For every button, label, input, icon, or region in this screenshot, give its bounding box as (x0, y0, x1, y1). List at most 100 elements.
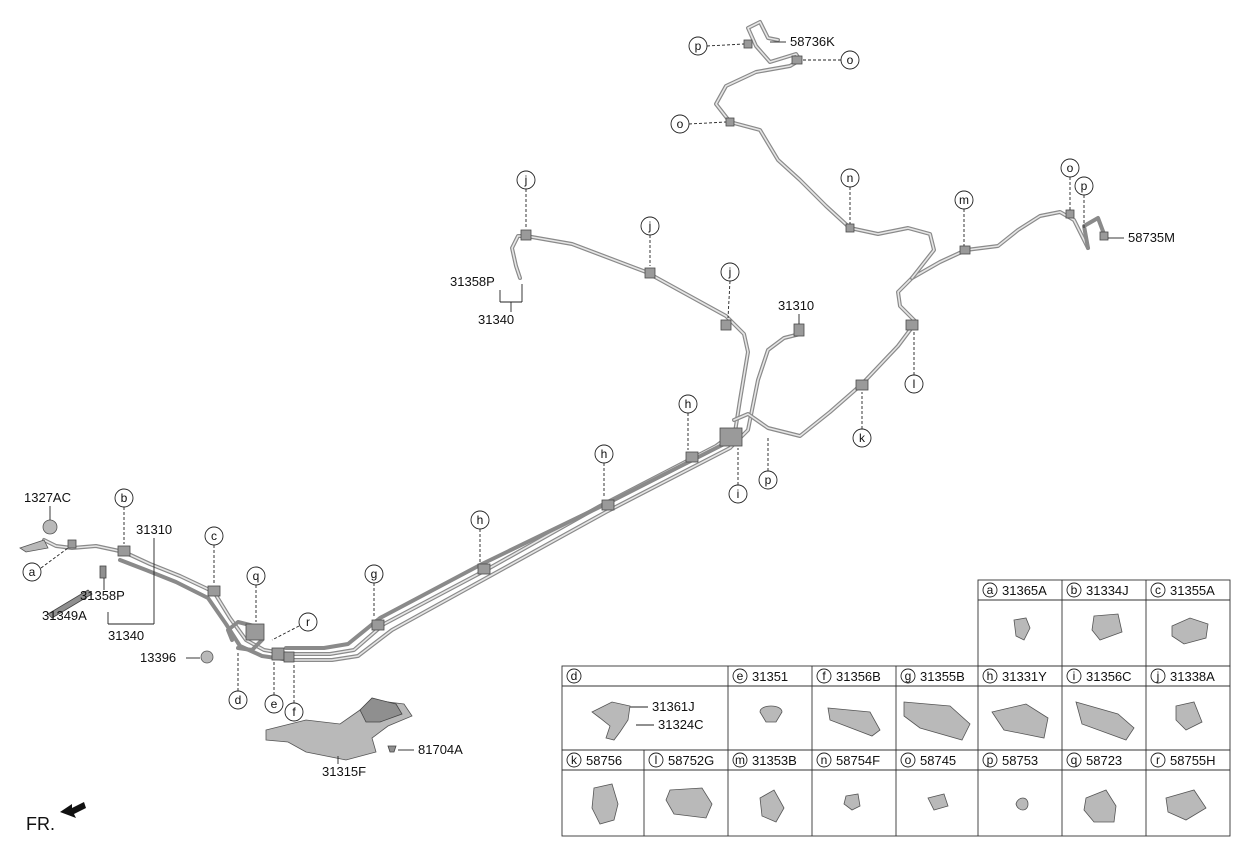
label-81704a: 81704A (418, 742, 463, 757)
clip-31338a-icon (1175, 701, 1203, 731)
legend-c-part: 31355A (1170, 583, 1215, 598)
callout-o-3: o (1067, 161, 1074, 175)
label-31358p-top: 31358P (450, 274, 495, 289)
clip-31353b-icon (759, 789, 785, 823)
callout-c: c (211, 529, 217, 543)
fitting-31358p-icon (99, 565, 107, 579)
callout-b: b (121, 491, 128, 505)
legend-p-letter: p (987, 753, 994, 767)
clip-58754f-icon (843, 793, 861, 811)
legend-e-part: 31351 (752, 669, 788, 684)
label-31315f: 31315F (322, 764, 366, 779)
clip-31356b-icon (827, 707, 881, 737)
callout-n: n (847, 171, 854, 185)
clip-31355b-icon (903, 701, 971, 741)
callout-h-3: h (685, 397, 692, 411)
legend-k-part: 58756 (586, 753, 622, 768)
main-pipes (42, 20, 1106, 662)
legend-g-letter: g (905, 669, 912, 683)
end-bracket-icon (19, 539, 49, 553)
callout-a: a (29, 565, 36, 579)
grommet-13396-icon (200, 650, 214, 664)
callout-d: d (235, 693, 242, 707)
clip-58723-icon (1083, 789, 1117, 823)
callout-o-2: o (677, 117, 684, 131)
callout-h-2: h (601, 447, 608, 461)
legend-a-part: 31365A (1002, 583, 1047, 598)
hose-31349a-icon (47, 589, 93, 619)
legend-h-letter: h (987, 669, 994, 683)
legend-table: a 31365A b 31334J c 31355A d e 31351 f 3… (561, 579, 1231, 837)
legend-o-part: 58745 (920, 753, 956, 768)
label-31340-top: 31340 (478, 312, 514, 327)
callout-p-1: p (765, 473, 772, 487)
screw-81704a-icon (387, 745, 397, 753)
legend-n-part: 58754F (836, 753, 880, 768)
legend-p-part: 58753 (1002, 753, 1038, 768)
legend-d-letter: d (571, 669, 578, 683)
legend-f-part: 31356B (836, 669, 881, 684)
clip-58755h-icon (1165, 789, 1207, 821)
callout-k: k (859, 431, 866, 445)
label-31340-left: 31340 (108, 628, 144, 643)
label-31349a: 31349A (42, 608, 87, 623)
callouts: a b c q r d e f g h h h i (22, 36, 1094, 722)
nut-1327ac-icon (42, 519, 58, 535)
legend-q-letter: q (1071, 753, 1078, 767)
legend-f-letter: f (822, 669, 826, 683)
clip-58753-icon (1015, 797, 1029, 811)
legend-b-part: 31334J (1086, 583, 1129, 598)
legend-h-part: 31331Y (1002, 669, 1047, 684)
callout-l: l (913, 377, 916, 391)
callout-j-3: j (728, 265, 732, 279)
legend-a-letter: a (987, 583, 994, 597)
callout-p-3: p (1081, 179, 1088, 193)
callout-m: m (959, 193, 969, 207)
legend-e-letter: e (737, 669, 744, 683)
label-31358p-left: 31358P (80, 588, 125, 603)
legend-n-letter: n (821, 753, 828, 767)
label-58735m: 58735M (1128, 230, 1175, 245)
legend-q-part: 58723 (1086, 753, 1122, 768)
callout-i: i (737, 487, 740, 501)
clip-31334j-icon (1091, 613, 1123, 641)
callout-f: f (292, 705, 296, 719)
front-indicator: FR. (26, 814, 55, 834)
clip-31365a-icon (1013, 617, 1031, 641)
legend-i-part: 31356C (1086, 669, 1132, 684)
legend-i-letter: i (1073, 669, 1076, 683)
legend-l-letter: l (655, 753, 658, 767)
legend-j-part: 31338A (1170, 669, 1215, 684)
clip-31355a-icon (1171, 617, 1209, 645)
callout-h-1: h (477, 513, 484, 527)
clip-58745-icon (927, 793, 949, 811)
legend-d-sub-2: 31324C (658, 717, 704, 732)
clip-31351-icon (759, 705, 783, 723)
legend-d-sub-1: 31361J (652, 699, 695, 714)
legend-k-letter: k (571, 753, 578, 767)
legend-c-letter: c (1155, 583, 1161, 597)
clip-31331y-icon (991, 703, 1049, 739)
label-1327ac: 1327AC (24, 490, 71, 505)
callout-q: q (253, 569, 260, 583)
legend-r-letter: r (1156, 753, 1160, 767)
callout-o-1: o (847, 53, 854, 67)
front-arrow-icon (60, 802, 86, 818)
legend-m-letter: m (735, 753, 745, 767)
legend-o-letter: o (905, 753, 912, 767)
legend-r-part: 58755H (1170, 753, 1216, 768)
legend-j-letter: j (1156, 669, 1160, 683)
callout-j-2: j (648, 219, 652, 233)
line-clips (67, 39, 1109, 663)
clip-31361j-31324c-icon (591, 701, 631, 741)
label-31310-top: 31310 (778, 298, 814, 313)
label-13396: 13396 (140, 650, 176, 665)
legend-b-letter: b (1071, 583, 1078, 597)
loose-parts (19, 519, 413, 761)
clip-58752g-icon (665, 787, 713, 819)
callout-p-2: p (695, 39, 702, 53)
clip-31356c-icon (1075, 701, 1135, 741)
legend-m-part: 31353B (752, 753, 797, 768)
legend-l-part: 58752G (668, 753, 714, 768)
